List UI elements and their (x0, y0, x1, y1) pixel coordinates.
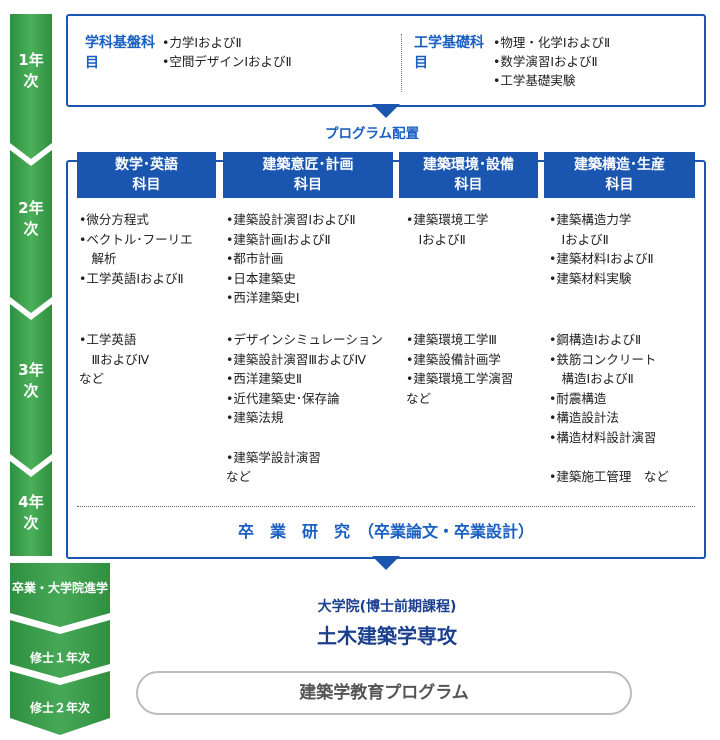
program-panel (66, 160, 706, 559)
list-item: •建築環境工学 (406, 212, 489, 227)
list-item: •建築学設計演習 (226, 449, 321, 465)
list-item: •建築材料ⅠおよびⅡ (549, 251, 654, 267)
timeline-segment-year3 (10, 304, 52, 470)
column-math-english-lower: •工学英語 ⅢおよびⅣ など (79, 330, 149, 389)
list-item: ⅠおよびⅡ (406, 231, 466, 247)
list-item: など (226, 469, 252, 485)
column-environment-lower: •建築環境工学Ⅲ •建築設備計画学 •建築環境工学演習 など (406, 330, 513, 408)
list-item: •鋼構造ⅠおよびⅡ (549, 332, 642, 347)
column-design-lower: •デザインシミュレーション •建築設計演習ⅢおよびⅣ •西洋建築史Ⅱ •近代建築… (226, 330, 383, 487)
stage-label-graduation: 卒業・大学院進学 (11, 581, 108, 595)
list-item (549, 448, 669, 468)
list-item: 解析 (79, 251, 117, 267)
list-item: •西洋建築史Ⅰ (226, 290, 300, 306)
timeline-segment-stage2 (10, 620, 110, 678)
list-item: •空間デザインⅠおよびⅡ (162, 54, 292, 69)
year-label-3: 3年次 (18, 361, 44, 400)
column-header-math-english: 数学･英語科目 (77, 152, 216, 198)
list-item: •建築設計演習ⅠおよびⅡ (226, 212, 356, 227)
column-math-english-upper: •微分方程式 •ベクトル･フーリエ 解析 •工学英語ⅠおよびⅡ (79, 210, 193, 288)
list-item: •近代建築史･保存論 (226, 390, 340, 406)
list-item: •構造設計法 (549, 410, 619, 426)
list-item: •西洋建築史Ⅱ (226, 371, 303, 387)
list-item (226, 428, 383, 448)
dotted-divider (77, 506, 695, 507)
list-item: •建築材料実験 (549, 270, 632, 286)
list-item: •日本建築史 (226, 270, 296, 286)
column-header-environment: 建築環境･設備科目 (399, 152, 538, 198)
timeline-segment-year1 (10, 14, 52, 159)
down-arrow-icon (372, 556, 400, 570)
list-item: •建築環境工学Ⅲ (406, 332, 497, 347)
column-environment-upper: •建築環境工学 ⅠおよびⅡ (406, 210, 488, 249)
list-item: •ベクトル･フーリエ (79, 231, 193, 247)
stage-label-master2: 修士２年次 (29, 701, 90, 715)
list-item: •建築施工管理 など (549, 469, 669, 485)
column-header-design: 建築意匠･計画科目 (223, 152, 393, 198)
column-header-structure: 建築構造･生産科目 (544, 152, 695, 198)
timeline-segment-year2 (10, 150, 52, 313)
list-item: など (406, 390, 432, 406)
graduate-school-subtitle: 大学院(博士前期課程) (317, 599, 457, 615)
foundation-items: •力学ⅠおよびⅡ •空間デザインⅠおよびⅡ (162, 33, 292, 71)
engineering-items: •物理・化学ⅠおよびⅡ •数学演習ⅠおよびⅡ •工学基礎実験 (493, 33, 610, 90)
list-item: •建築計画ⅠおよびⅡ (226, 231, 331, 247)
down-arrow-icon (372, 104, 400, 118)
list-item: •建築設計演習ⅢおよびⅣ (226, 351, 367, 367)
list-item: •数学演習ⅠおよびⅡ (493, 54, 598, 69)
column-structure-lower: •鋼構造ⅠおよびⅡ •鉄筋コンクリート 構造ⅠおよびⅡ •耐震構造 •構造設計法… (549, 330, 669, 487)
year1-panel (66, 14, 706, 107)
timeline-segment-stage3 (10, 671, 110, 735)
list-item: •物理・化学ⅠおよびⅡ (493, 35, 611, 50)
timeline-arrow (10, 14, 110, 735)
list-item: •建築環境工学演習 (406, 371, 514, 387)
list-item: 構造ⅠおよびⅡ (549, 371, 634, 387)
list-item: •耐震構造 (549, 390, 607, 406)
list-item: ⅢおよびⅣ (79, 351, 150, 367)
graduation-research: 卒 業 研 究 （卒業論文・卒業設計） (237, 522, 534, 541)
list-item: •工学英語 (79, 332, 137, 347)
year-label-4: 4年次 (18, 493, 44, 532)
list-item: •微分方程式 (79, 212, 149, 227)
year-label-2: 2年次 (18, 199, 44, 238)
list-item: •工学英語ⅠおよびⅡ (79, 270, 184, 286)
list-item: •建築構造力学 (549, 212, 632, 227)
graduate-school-title: 土木建築学専攻 (317, 624, 457, 648)
column-structure-upper: •建築構造力学 ⅠおよびⅡ •建築材料ⅠおよびⅡ •建築材料実験 (549, 210, 654, 288)
category-title-foundation: 学科基盤科目 (85, 35, 155, 71)
stage-label-master1: 修士１年次 (29, 651, 90, 665)
timeline-segment-stage1 (10, 563, 110, 627)
timeline-segment-year4 (10, 461, 52, 556)
list-item: •デザインシミュレーション (226, 332, 383, 347)
list-item: •工学基礎実験 (493, 73, 576, 88)
list-item: •都市計画 (226, 251, 284, 267)
education-program-box: 建築学教育プログラム (136, 671, 632, 715)
year-label-1: 1年次 (18, 51, 44, 90)
program-label: プログラム配置 (325, 126, 420, 142)
list-item: ⅠおよびⅡ (549, 231, 609, 247)
divider (401, 34, 403, 92)
list-item: •鉄筋コンクリート (549, 351, 657, 367)
list-item: •建築設備計画学 (406, 351, 501, 367)
list-item: など (79, 371, 105, 387)
list-item: •力学ⅠおよびⅡ (162, 35, 242, 50)
category-title-engineering: 工学基礎科目 (414, 35, 484, 71)
list-item: •建築法規 (226, 410, 284, 426)
column-design-upper: •建築設計演習ⅠおよびⅡ •建築計画ⅠおよびⅡ •都市計画 •日本建築史 •西洋… (226, 210, 356, 308)
list-item: •構造材料設計演習 (549, 429, 657, 445)
